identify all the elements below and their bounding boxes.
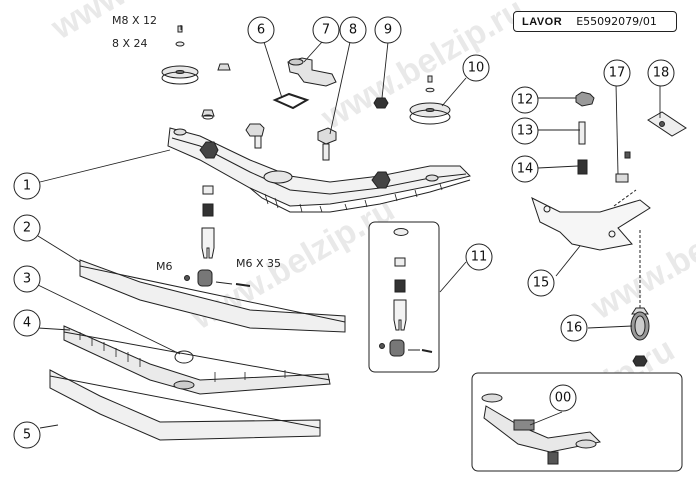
part-14-spring: [577, 159, 588, 175]
part-3-ring: [174, 350, 194, 364]
drawing-title-block: LAVOR E55092079/01: [513, 11, 677, 32]
callout-5: 5: [23, 428, 31, 443]
part-11-detail-box: [368, 221, 440, 373]
part-6-gasket: [272, 92, 310, 110]
part-7-bracket: [287, 57, 337, 87]
part-10-wheel: [409, 75, 451, 125]
part-16-caster-wheel: [630, 307, 650, 367]
callout-13: 13: [517, 124, 534, 139]
callout-11: 11: [471, 250, 488, 265]
callout-3: 3: [23, 272, 31, 287]
callout-6: 6: [257, 23, 265, 38]
callout-12: 12: [517, 93, 534, 108]
callout-7: 7: [322, 23, 330, 38]
callout-numbers: 1 2 3 4 5 6 7 8 9 10 11 12 13 14 15 16 1…: [23, 23, 669, 443]
label-nut-m6: M6: [156, 260, 173, 273]
caster-stack-center: [184, 185, 251, 287]
brand-logo: LAVOR: [522, 15, 563, 28]
part-18-plate: [647, 111, 687, 137]
part-00-assembly-box: [471, 372, 683, 472]
squeegee-frame: [167, 127, 471, 213]
part-5-blade: [49, 369, 321, 441]
callout-8: 8: [349, 23, 357, 38]
part-8-knob: [317, 127, 337, 161]
wheel-left-assembly: [161, 25, 231, 120]
part-17-bracket: [615, 151, 631, 183]
part-15-mounting-plate: [531, 189, 651, 308]
callout-1: 1: [23, 179, 31, 194]
callout-17: 17: [609, 66, 626, 81]
dimension-labels: M8 X 12 8 X 24 M6 M6 X 35: [112, 14, 281, 273]
callout-15: 15: [533, 276, 550, 291]
label-washer-8x24: 8 X 24: [112, 37, 148, 50]
part-4-blade-holder: [63, 325, 331, 395]
callout-10: 10: [468, 61, 485, 76]
part-13-pin: [578, 121, 586, 145]
callout-circles: [13, 16, 675, 449]
drawing-code: E55092079/01: [576, 15, 657, 28]
part-9-nut: [373, 97, 389, 109]
callout-14: 14: [517, 162, 534, 177]
callout-00: 00: [555, 391, 572, 406]
label-bolt-m8x12: M8 X 12: [112, 14, 157, 27]
callout-2: 2: [23, 221, 31, 236]
callout-4: 4: [23, 316, 31, 331]
label-bolt-m6x35: M6 X 35: [236, 257, 281, 270]
part-12-knob: [575, 91, 595, 107]
callout-16: 16: [566, 321, 583, 336]
wheel-knob-left: [245, 123, 265, 149]
callout-18: 18: [653, 66, 670, 81]
leader-lines: [37, 25, 661, 429]
part-2-blade: [79, 259, 346, 333]
callout-9: 9: [384, 23, 392, 38]
